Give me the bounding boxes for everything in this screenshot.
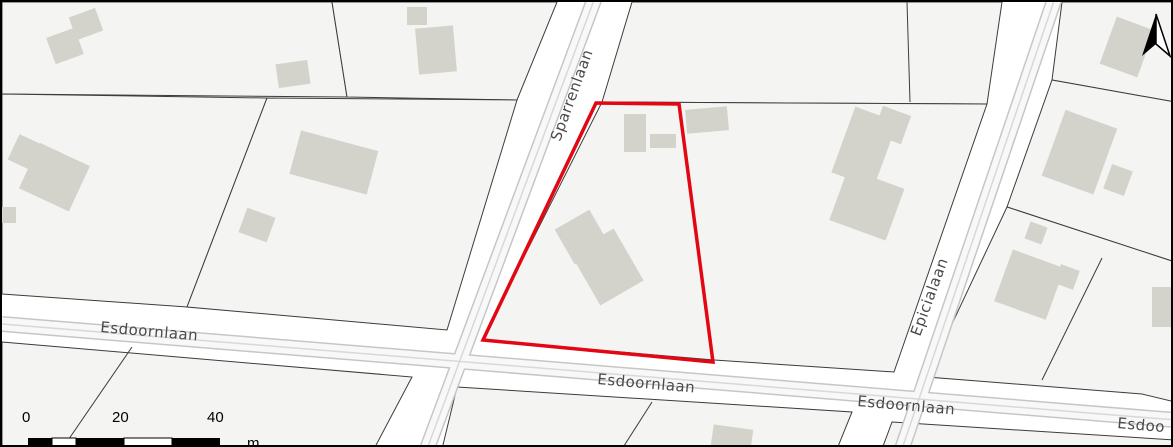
scale-unit: m bbox=[247, 435, 260, 447]
building bbox=[685, 106, 729, 134]
buildings bbox=[2, 7, 1171, 445]
selected-plot-outline[interactable] bbox=[480, 101, 716, 364]
parcel bbox=[601, 2, 1003, 105]
scale-tick-40: 40 bbox=[207, 409, 224, 426]
building bbox=[2, 207, 16, 223]
parcel bbox=[186, 97, 518, 331]
building bbox=[1103, 164, 1133, 196]
building bbox=[238, 207, 276, 243]
north-arrow-icon bbox=[1142, 13, 1171, 58]
building bbox=[407, 7, 427, 25]
building bbox=[829, 168, 905, 241]
street-label-esdoornlaan-edge: Esdoo bbox=[1117, 414, 1166, 436]
building bbox=[1024, 221, 1048, 245]
building bbox=[68, 7, 104, 41]
building bbox=[1041, 109, 1118, 195]
building bbox=[46, 27, 84, 65]
building bbox=[624, 114, 646, 152]
building bbox=[1099, 16, 1155, 78]
building bbox=[710, 424, 754, 445]
building bbox=[1054, 264, 1080, 290]
building bbox=[872, 105, 912, 145]
building bbox=[275, 59, 311, 89]
building bbox=[650, 134, 676, 148]
scale-bar: 0 20 40 m bbox=[22, 409, 260, 447]
building bbox=[415, 25, 457, 75]
building bbox=[18, 142, 90, 212]
scale-tick-0: 0 bbox=[22, 409, 30, 426]
parcel bbox=[2, 341, 413, 445]
building bbox=[289, 130, 379, 195]
scale-tick-20: 20 bbox=[112, 409, 129, 426]
building bbox=[570, 228, 644, 306]
building bbox=[1152, 287, 1171, 327]
building bbox=[994, 249, 1065, 320]
parcel bbox=[882, 421, 1171, 445]
